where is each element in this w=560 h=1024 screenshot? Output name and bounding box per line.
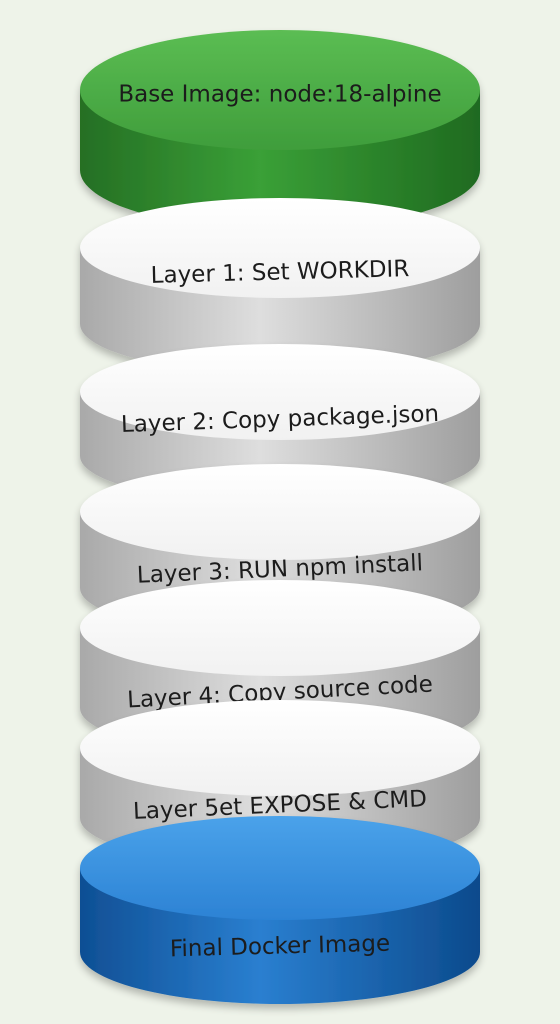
layer-top [80, 580, 480, 676]
layer-top [80, 30, 480, 150]
layer-disc-final: Final Docker Image [80, 816, 480, 1004]
layer-top [80, 816, 480, 920]
layer-disc-5: Layer 5et EXPOSE & CMD [80, 700, 480, 866]
layer-top [80, 464, 480, 560]
layer-label-base-image-node-18-alpine: Base Image: node:18-alpine [118, 82, 441, 108]
layer-top [80, 344, 480, 440]
layer-disc-base: Base Image: node:18-alpine [80, 30, 480, 230]
layer-top [80, 700, 480, 796]
layer-label-final-docker-image: Final Docker Image [170, 931, 391, 963]
layer-disc-1: Layer 1: Set WORKDIR [80, 198, 480, 374]
layer-top [80, 198, 480, 298]
